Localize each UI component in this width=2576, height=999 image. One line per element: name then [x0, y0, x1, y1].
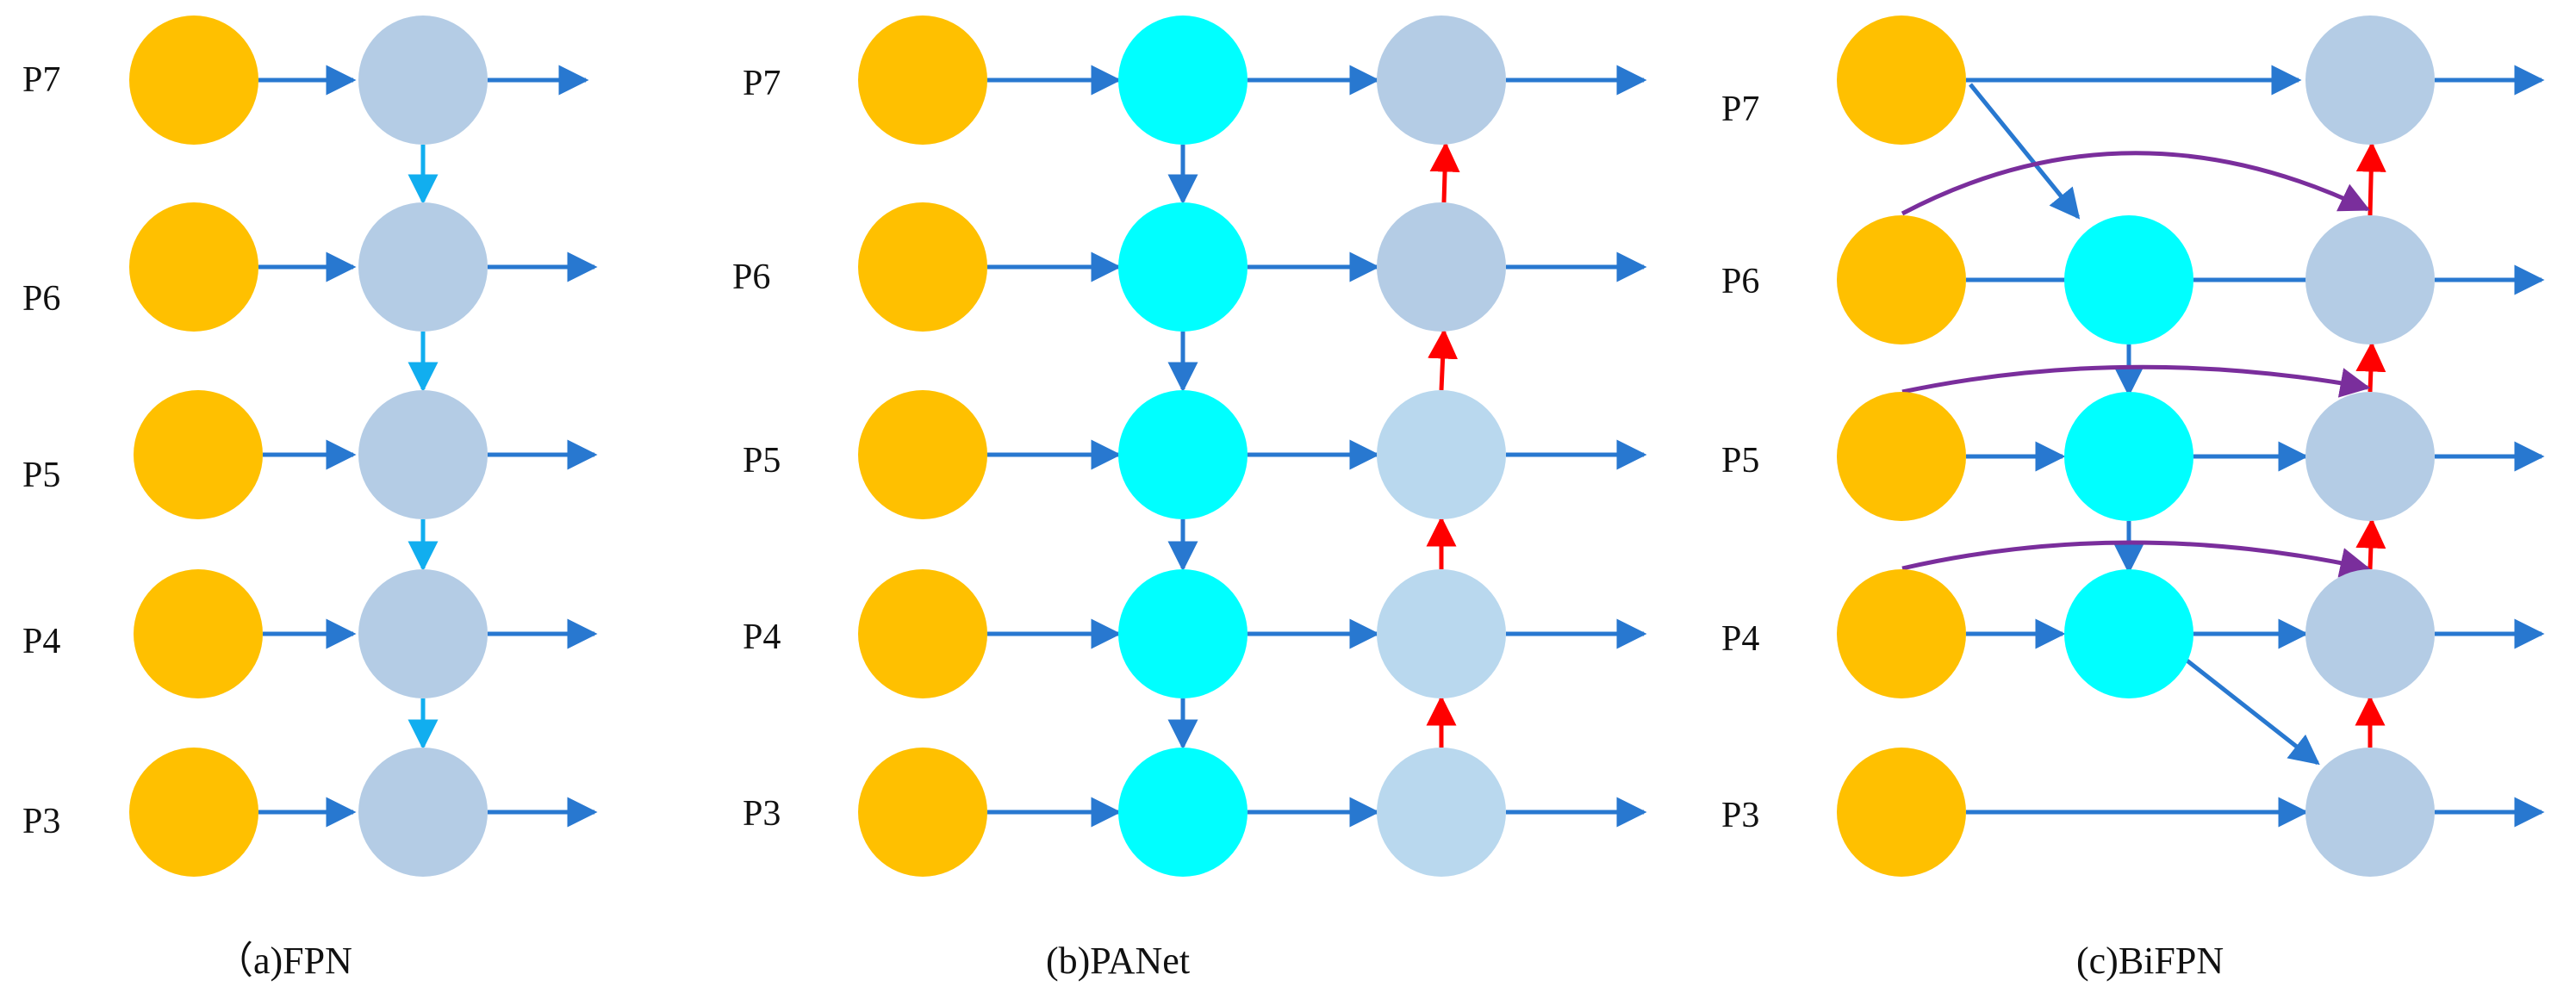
fpn-input-node-p7 — [129, 16, 258, 145]
fpn-output-node-p7 — [358, 16, 488, 145]
panet-intermediate-node-p3 — [1118, 748, 1248, 877]
bifpn-input-node-p5 — [1837, 392, 1966, 521]
panet-output-node-p3 — [1377, 748, 1506, 877]
panet-level-label-p3: P3 — [743, 794, 781, 834]
panet-intermediate-node-p7 — [1118, 16, 1248, 145]
bifpn-skip-arrow-p5 — [1901, 364, 2371, 398]
bifpn-bottomup-arrow-p6-p7 — [2355, 141, 2386, 216]
panet-bottomup-arrow-p5-p6 — [1428, 328, 1459, 391]
fpn-output-node-p5 — [358, 390, 488, 519]
panet-diagram: P7 P6 P5 P4 P3 — [732, 16, 1647, 982]
bifpn-output-node-p6 — [2305, 215, 2435, 344]
bifpn-level-label-p5: P5 — [1721, 441, 1759, 481]
bifpn-skip-arrow-p6 — [1901, 151, 2371, 216]
panet-level-label-p4: P4 — [743, 617, 781, 657]
panet-level-label-p7: P7 — [743, 64, 781, 103]
panet-caption: (b)PANet — [1046, 940, 1190, 982]
panet-output-node-p4 — [1377, 569, 1506, 698]
bifpn-level-label-p3: P3 — [1721, 796, 1759, 835]
fpn-level-label-p4: P4 — [22, 622, 60, 661]
fpn-level-label-p5: P5 — [22, 456, 60, 495]
bifpn-diagram: P7 P6 P5 P4 P3 — [1721, 16, 2545, 982]
fpn-level-label-p6: P6 — [22, 279, 60, 319]
panet-output-node-p6 — [1377, 202, 1506, 332]
bifpn-input-node-p3 — [1837, 748, 1966, 877]
fpn-input-node-p4 — [134, 569, 263, 698]
bifpn-bottomup-arrow-p4-p5 — [2355, 518, 2386, 570]
panet-input-node-p5 — [858, 390, 987, 519]
panet-intermediate-node-p5 — [1118, 390, 1248, 519]
panet-output-node-p7 — [1377, 16, 1506, 145]
bifpn-bottomup-arrow-p5-p6 — [2355, 341, 2386, 393]
panet-input-node-p4 — [858, 569, 987, 698]
fpn-level-label-p3: P3 — [22, 802, 60, 841]
bifpn-intermediate-node-p4 — [2064, 569, 2193, 698]
bifpn-topdown-arrow-p7-p6 — [1969, 83, 2081, 220]
panet-intermediate-node-p4 — [1118, 569, 1248, 698]
fpn-output-node-p3 — [358, 748, 488, 877]
bifpn-output-node-p5 — [2305, 392, 2435, 521]
panet-input-node-p6 — [858, 202, 987, 332]
bifpn-level-label-p4: P4 — [1721, 619, 1759, 659]
fpn-input-node-p6 — [129, 202, 258, 332]
fpn-diagram: P7 P6 P5 P4 P3 （a)FPN — [22, 16, 598, 982]
bifpn-output-node-p7 — [2305, 16, 2435, 145]
panet-bottomup-arrow-p6-p7 — [1429, 141, 1460, 203]
panet-output-node-p5 — [1377, 390, 1506, 519]
panet-level-label-p5: P5 — [743, 441, 781, 481]
bifpn-topdown-arrow-p4-p3 — [2183, 657, 2320, 766]
bifpn-input-node-p4 — [1837, 569, 1966, 698]
fpn-caption: （a)FPN — [215, 940, 352, 982]
panet-input-node-p3 — [858, 748, 987, 877]
bifpn-caption: (c)BiFPN — [2076, 940, 2224, 982]
panet-level-label-p6: P6 — [732, 258, 770, 297]
panet-input-node-p7 — [858, 16, 987, 145]
bifpn-level-label-p6: P6 — [1721, 262, 1759, 301]
bifpn-skip-arrow-p4 — [1901, 540, 2371, 578]
bifpn-output-node-p3 — [2305, 748, 2435, 877]
panet-intermediate-node-p6 — [1118, 202, 1248, 332]
fpn-output-node-p6 — [358, 202, 488, 332]
bifpn-level-label-p7: P7 — [1721, 90, 1759, 129]
fpn-level-label-p7: P7 — [22, 60, 60, 100]
fpn-input-node-p3 — [129, 748, 258, 877]
bifpn-input-node-p6 — [1837, 215, 1966, 344]
bifpn-intermediate-node-p5 — [2064, 392, 2193, 521]
bifpn-intermediate-node-p6 — [2064, 215, 2193, 344]
fpn-input-node-p5 — [134, 390, 263, 519]
bifpn-output-node-p4 — [2305, 569, 2435, 698]
fpn-output-node-p4 — [358, 569, 488, 698]
bifpn-input-node-p7 — [1837, 16, 1966, 145]
